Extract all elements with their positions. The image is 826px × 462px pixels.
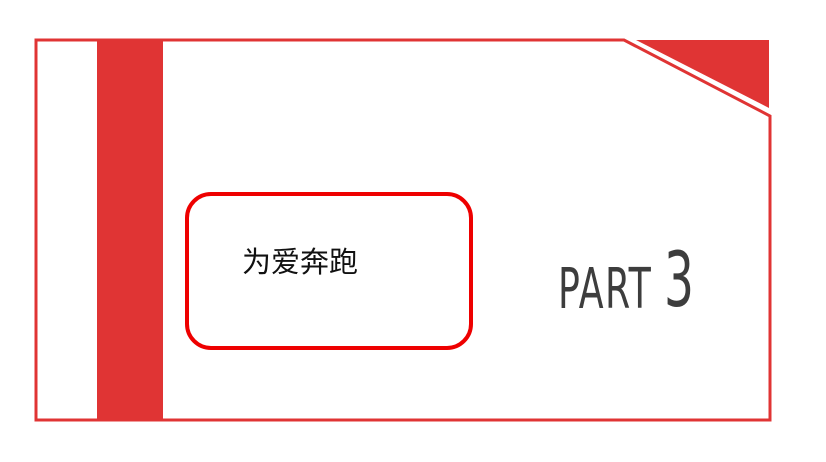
slide-title: 为爱奔跑	[242, 245, 359, 279]
title-box	[185, 192, 473, 350]
part-number: 3	[664, 235, 694, 324]
part-label: PART	[558, 257, 653, 322]
vertical-band	[97, 41, 163, 419]
outer-frame	[34, 38, 772, 422]
corner-triangle	[636, 40, 769, 108]
